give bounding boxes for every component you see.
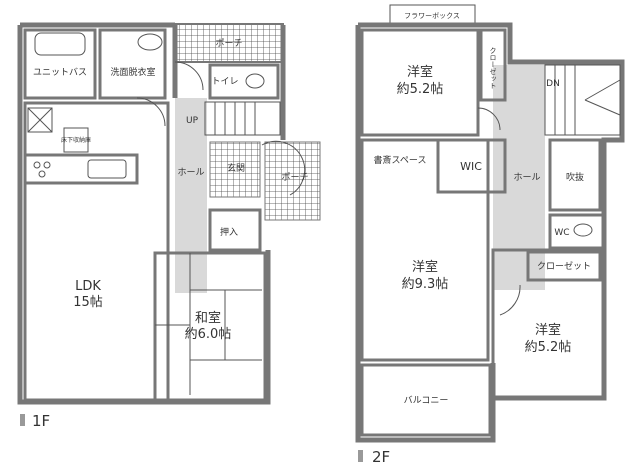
kitchen-counter [23, 153, 139, 185]
closet-oshiire [208, 208, 262, 252]
label-wic: WIC [460, 160, 482, 173]
label-washroom: 洗面脱衣室 [110, 66, 155, 78]
hall-1f [175, 98, 207, 293]
floor-2f: フラワーボックス 洋室 約5.2帖 クローゼット DN 書斎スペース WIC ホ… [355, 4, 625, 466]
stairs-2f [544, 64, 621, 136]
label-hall-2f: ホール [513, 172, 540, 183]
label-unit-bath: ユニットバス [33, 67, 87, 78]
label-flower-box: フラワーボックス [404, 12, 460, 20]
balcony [360, 363, 492, 437]
label-bedroom1: 洋室 [407, 64, 433, 80]
underfloor-storage [63, 127, 89, 153]
floor-1f: ユニットバス 洗面脱衣室 ポーチ トイレ UP ホール 床下収納庫 玄関 ポーチ… [17, 22, 321, 430]
label-washitsu: 和室 [195, 310, 221, 326]
label-closet1: クローゼット [489, 47, 497, 89]
label-bedroom1-size: 約5.2帖 [397, 82, 444, 97]
sink [87, 159, 127, 179]
label-wc: WC [554, 228, 569, 238]
label-up: UP [186, 116, 199, 126]
label-closet2: クローゼット [537, 260, 591, 272]
label-underfloor: 床下収納庫 [61, 136, 91, 144]
porch-right [264, 141, 321, 221]
closet-1 [479, 28, 507, 102]
ldk [23, 101, 170, 402]
label-oshiire: 押入 [220, 226, 238, 238]
toilet [208, 63, 280, 100]
label-entrance: 玄関 [227, 162, 245, 174]
label-bedroom2-size: 約9.3帖 [402, 277, 449, 292]
wic [436, 138, 507, 194]
label-study: 書斎スペース [374, 154, 427, 166]
entrance [209, 141, 261, 198]
void [548, 138, 602, 212]
label-ldk: LDK [75, 279, 101, 294]
unit-bath [23, 28, 97, 100]
bedroom-2 [360, 138, 490, 362]
washitsu [153, 251, 267, 402]
label-bedroom3-size: 約5.2帖 [525, 340, 572, 355]
label-porch: ポーチ [281, 172, 308, 183]
label-hall: ホール [177, 167, 204, 178]
bedroom-1 [360, 28, 480, 137]
label-porch-top: ポーチ [215, 38, 242, 49]
bedroom-3 [491, 248, 606, 399]
closet-2 [526, 250, 602, 282]
label-ldk-size: 15帖 [73, 295, 103, 310]
vent-icon [27, 107, 53, 133]
label-washitsu-size: 約6.0帖 [185, 327, 232, 342]
label-toilet: トイレ [211, 77, 238, 87]
label-void: 吹抜 [566, 171, 584, 183]
washroom [98, 28, 167, 100]
label-dn: DN [546, 79, 560, 89]
label-bedroom2: 洋室 [412, 259, 438, 275]
label-balcony: バルコニー [404, 395, 449, 406]
door-swing [136, 97, 166, 127]
floor-label-1f: 1F [32, 412, 50, 430]
exterior-wall-1f [17, 22, 286, 405]
wc-2f [548, 213, 607, 250]
stairs-1f [204, 101, 281, 136]
label-bedroom3: 洋室 [535, 322, 561, 338]
floor-label-2f: 2F [372, 448, 390, 466]
